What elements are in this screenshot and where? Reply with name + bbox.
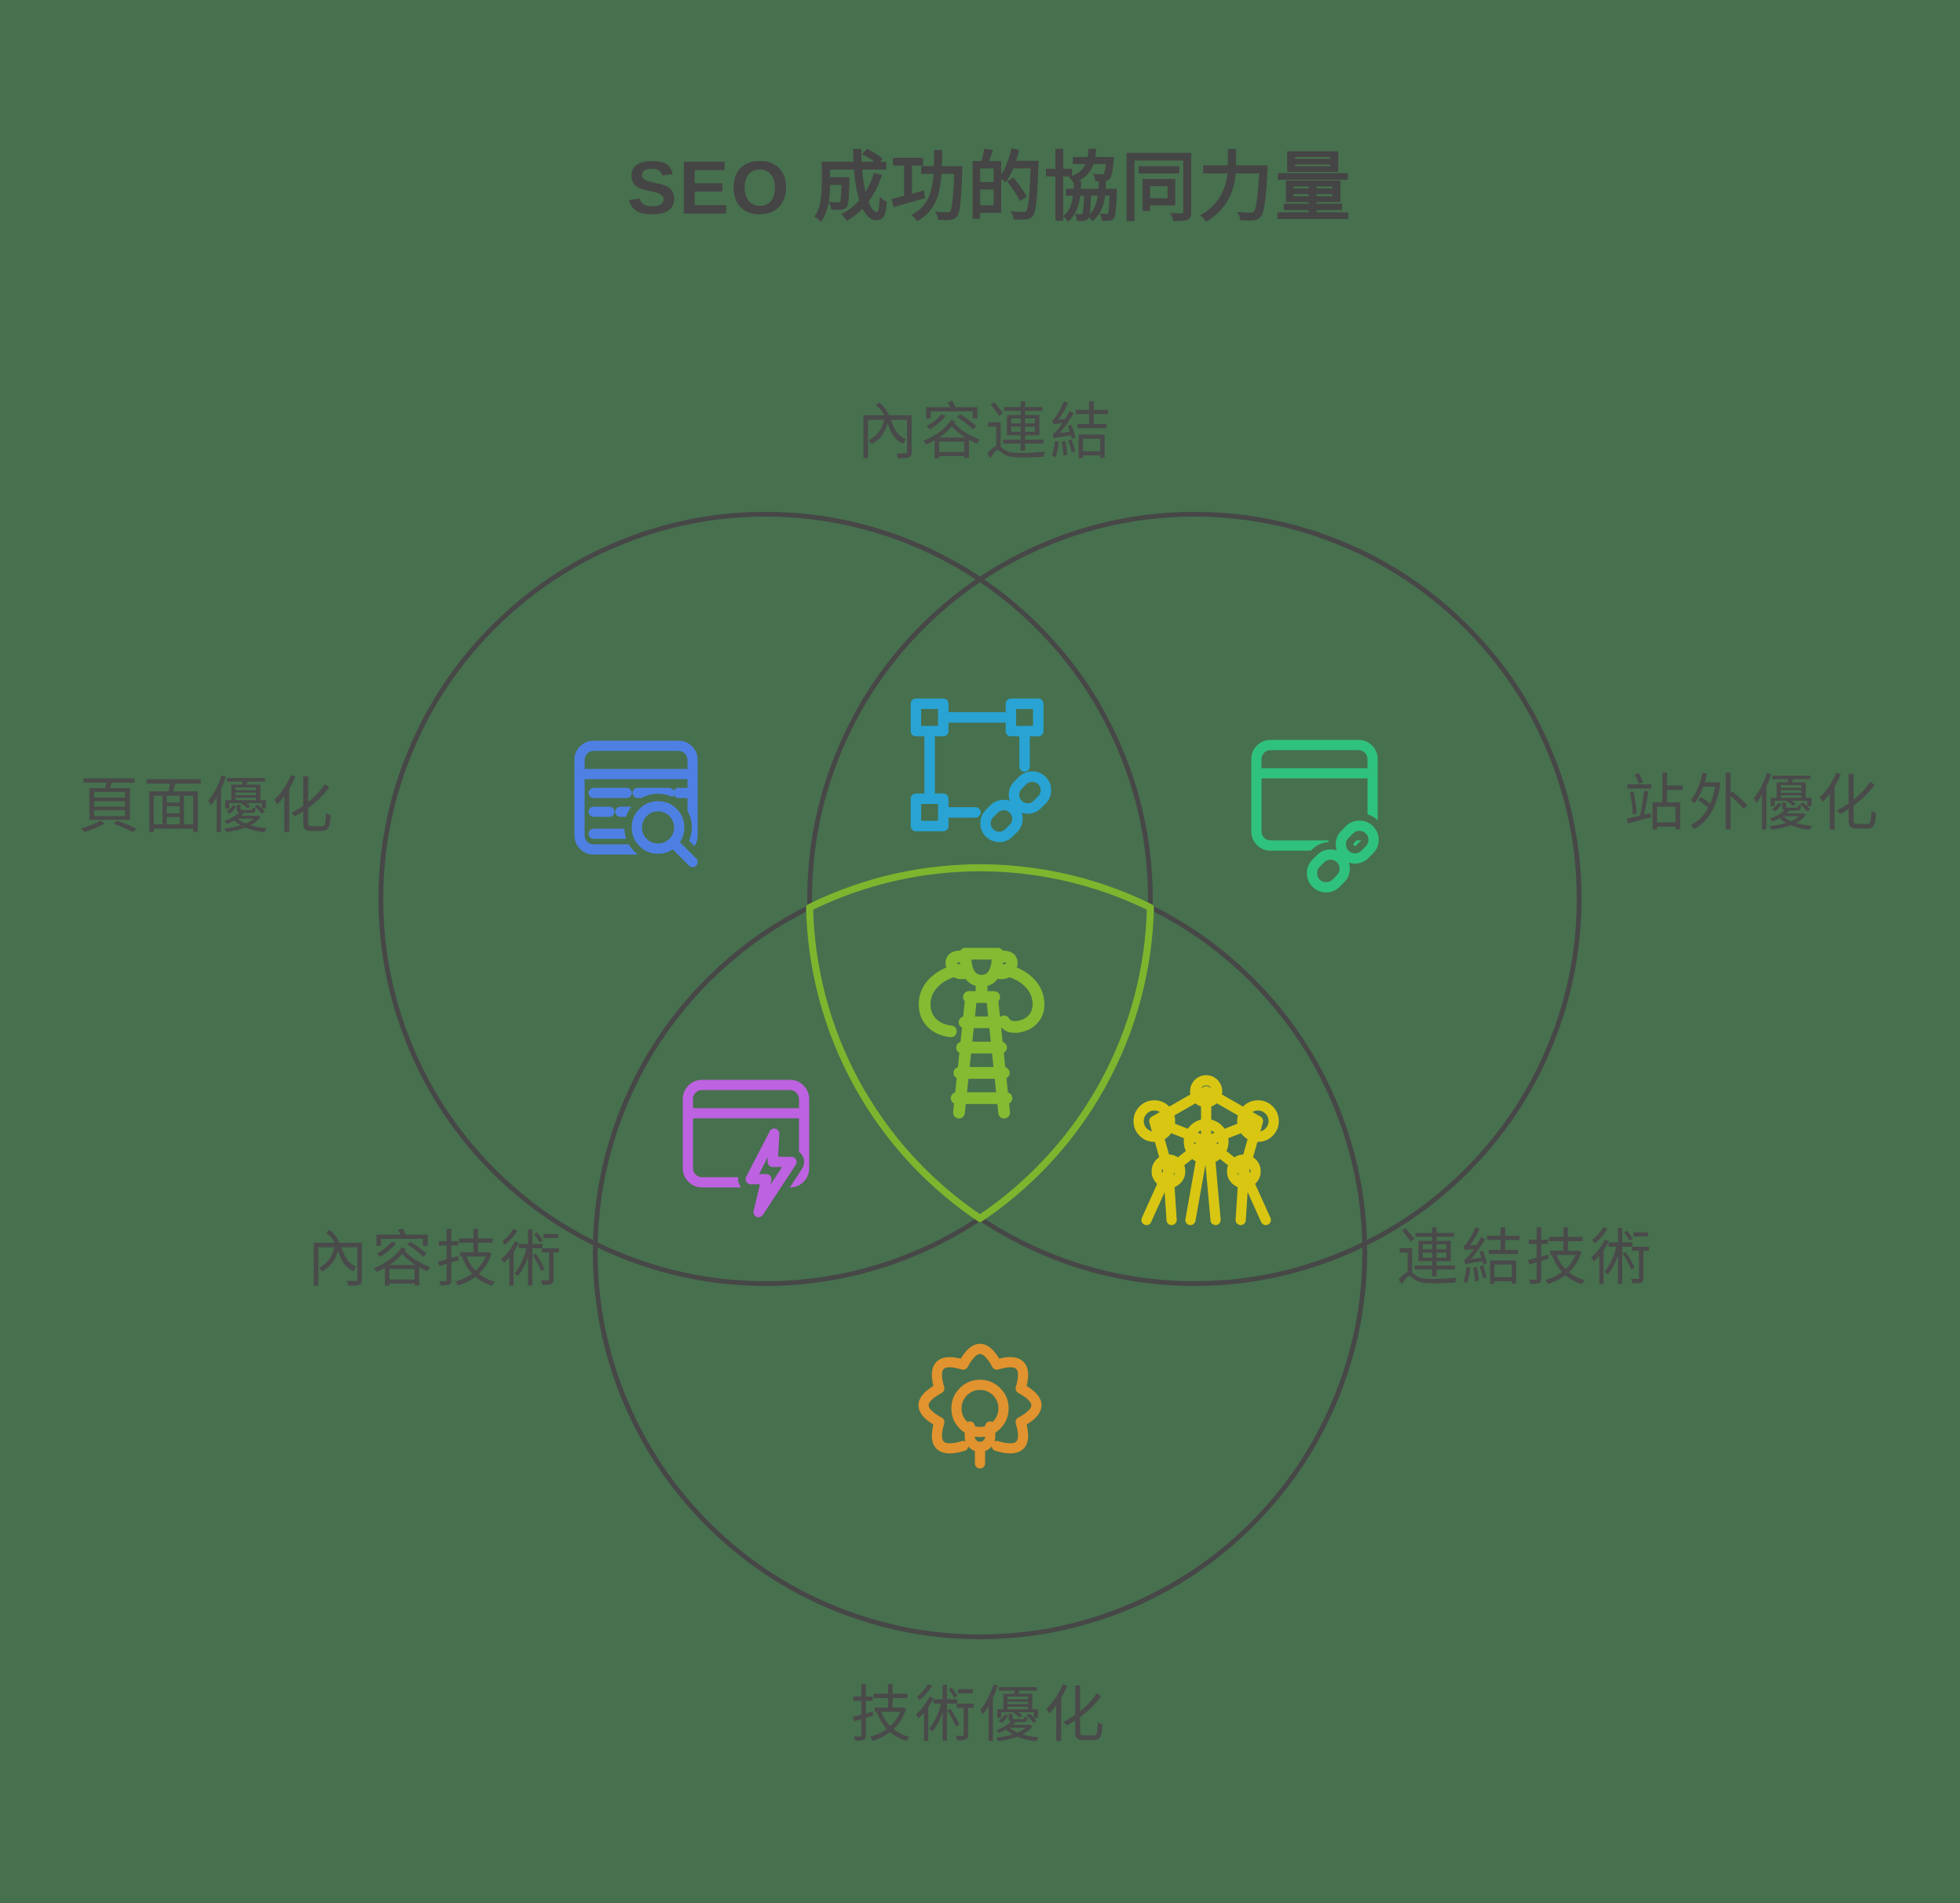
label-onpage-optimization: 頁面優化 (78, 771, 337, 840)
label-technical-optimization: 技術優化 (850, 1680, 1109, 1749)
page-title: SEO 成功的協同力量 (627, 146, 1352, 230)
trophy-ladder-cloud-icon (919, 948, 1044, 1119)
venn-circle-onpage (378, 512, 1153, 1286)
browser-search-icon (574, 740, 705, 875)
selection-link-icon (910, 698, 1051, 842)
label-offsite-optimization: 站外優化 (1623, 769, 1882, 838)
label-content-technology: 內容技術 (306, 1225, 565, 1294)
venn-circle-offsite (807, 512, 1582, 1286)
gear-lightbulb-icon (918, 1343, 1042, 1469)
label-content-links: 內容連結 (856, 397, 1115, 466)
center-intersection-ring (806, 864, 1154, 1222)
atomium-network-icon (1133, 1075, 1279, 1225)
browser-lightning-icon (682, 1079, 810, 1225)
browser-link-icon (1251, 740, 1387, 900)
label-link-technology: 連結技術 (1396, 1223, 1655, 1292)
